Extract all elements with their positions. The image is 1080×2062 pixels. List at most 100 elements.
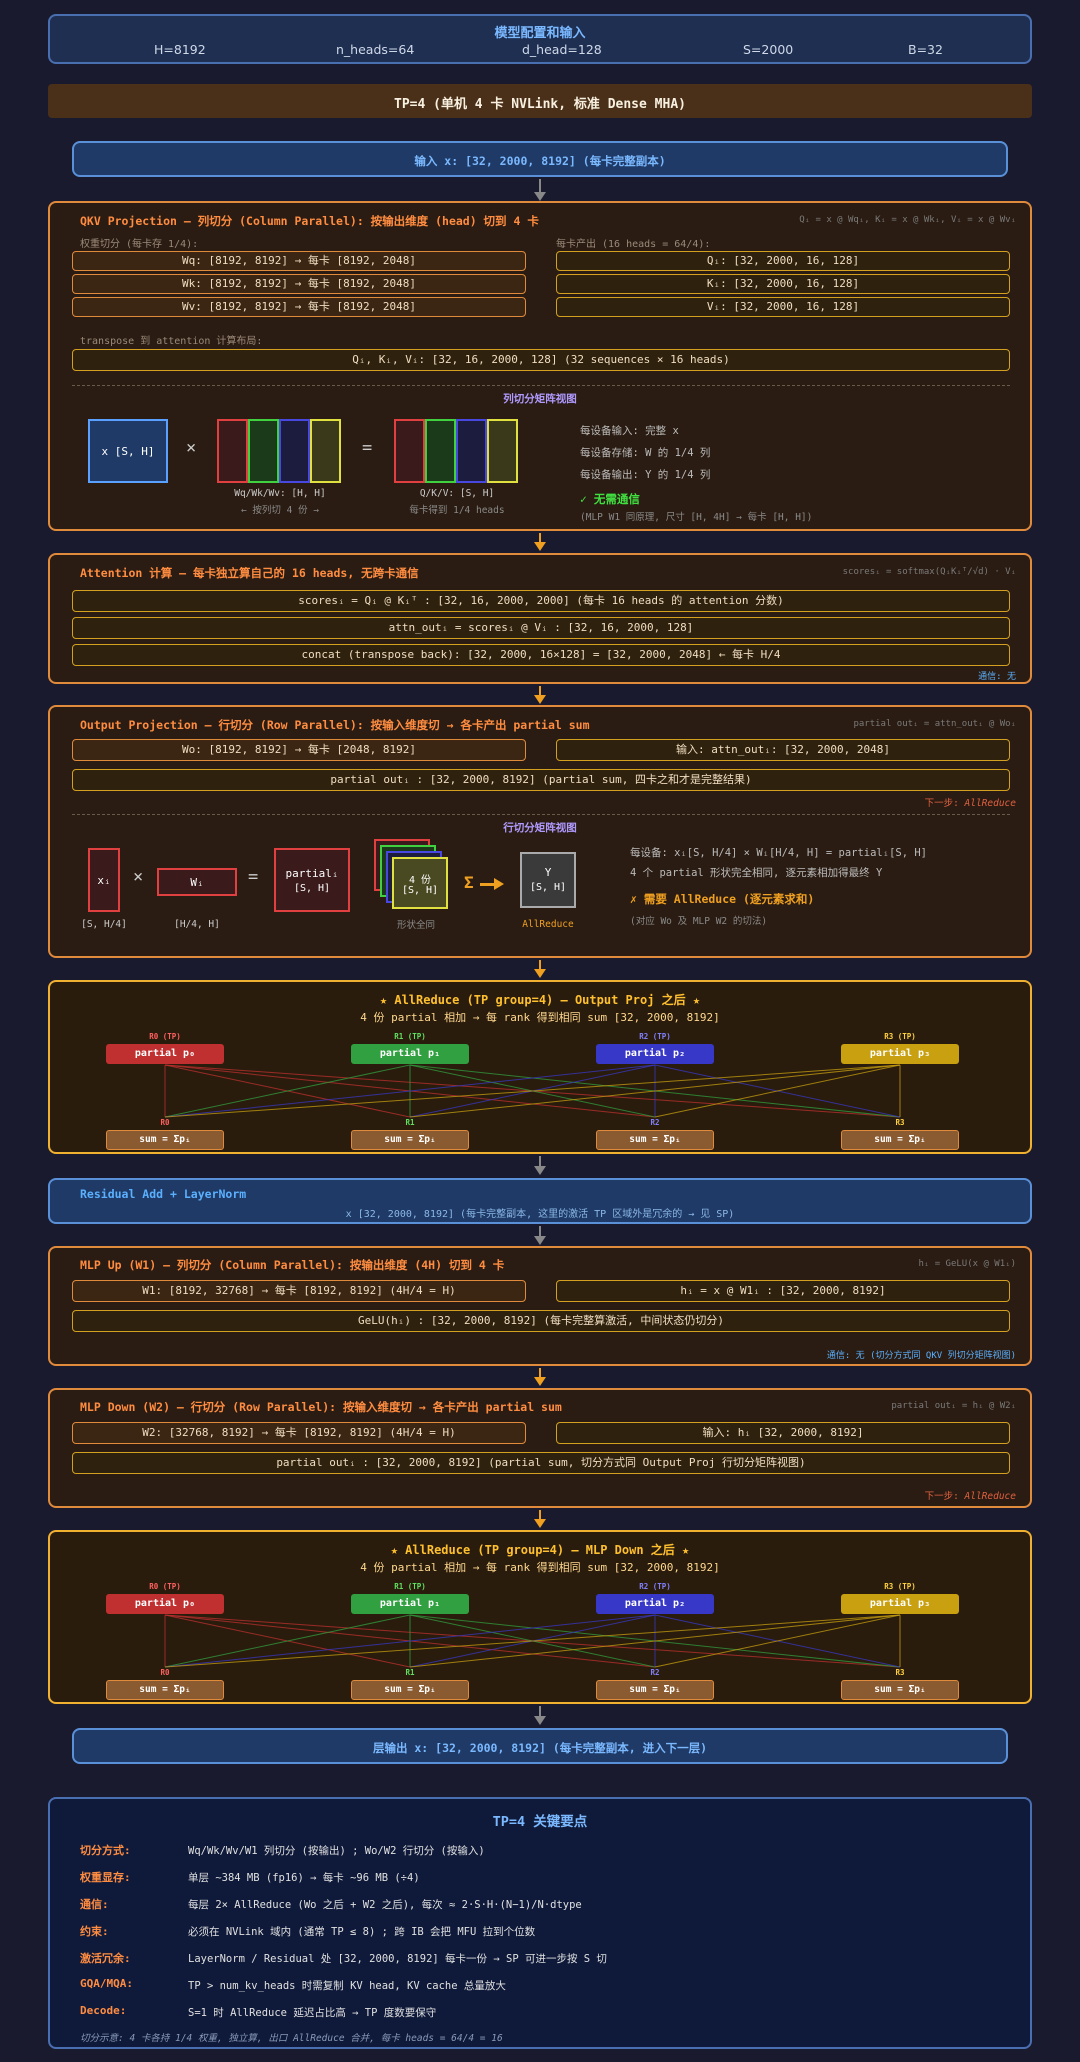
dest-label-r0: R0 [160,1668,170,1677]
arrow-icon [494,878,504,890]
matrix-wi-label: Wᵢ [190,876,204,889]
stack-label-1: 4 份 [408,875,432,886]
sum-r1: sum = Σpᵢ [351,1680,469,1700]
matrix-w-col0 [217,419,248,483]
row-note: 每设备: xᵢ[S, H/4] × Wᵢ[H/4, H] = partialᵢ[… [630,847,928,859]
matrix-y-shape: [S, H] [529,882,567,893]
config-param: S=2000 [743,42,794,57]
rank-label-r3: R3 (TP) [884,1582,916,1591]
config-panel: 模型配置和输入 H=8192 n_heads=64 d_head=128 S=2… [48,14,1032,64]
outproj-formula: partial outᵢ = attn_outᵢ @ Woᵢ [853,719,1016,729]
layer-output-box: 层输出 x: [32, 2000, 8192] (每卡完整副本, 进入下一层) [72,1728,1008,1764]
weight-wq: Wq: [8192, 8192] → 每卡 [8192, 2048] [72,251,526,271]
reduce-link [409,1614,901,1668]
allreduce1-links [164,1064,901,1118]
dest-label-r3: R3 [895,1668,905,1677]
kp-value: S=1 时 AllReduce 延迟占比高 → TP 度数要保守 [188,2007,437,2019]
connector [539,1510,541,1519]
reduce-link [654,1064,901,1118]
column-view-title: 列切分矩阵视图 [503,393,577,405]
matrix-w-col2 [279,419,310,483]
allreduce2-sub: 4 份 partial 相加 → 每 rank 得到相同 sum [32, 20… [360,1561,720,1574]
attention-formula: scoresᵢ = softmax(QᵢKᵢᵀ/√d) · Vᵢ [842,567,1016,577]
sum-r1: sum = Σpᵢ [351,1130,469,1150]
config-param: B=32 [908,42,943,57]
matrix-partial-shape: [S, H] [293,883,331,894]
wi-caption: [H/4, H] [174,919,220,930]
sum-r3: sum = Σpᵢ [841,1680,959,1700]
allreduce2-links [164,1614,901,1668]
o-caption-1: Q/K/V: [S, H] [419,488,495,499]
divider [72,385,1010,386]
config-param: n_heads=64 [336,42,415,57]
arrow-icon [534,1236,546,1245]
sigma-sign: Σ [464,873,474,892]
qkv-right-sub: 每卡产出 (16 heads = 64/4): [556,239,711,250]
attention-panel: Attention 计算 — 每卡独立算自己的 16 heads, 无跨卡通信 … [48,553,1032,684]
connector [539,686,541,695]
kp-value: Wq/Wk/Wv/W1 列切分 (按输出) ; Wo/W2 行切分 (按输入) [188,1845,485,1857]
kp-value: 每层 2× AllReduce (Wo 之后 + W2 之后), 每次 ≈ 2·… [188,1899,582,1911]
config-param: H=8192 [154,42,206,57]
outproj-next: 下一步: AllReduce [925,795,1016,809]
mlpdown-next: 下一步: AllReduce [925,1488,1016,1502]
layer-output-text: 层输出 x: [32, 2000, 8192] (每卡完整副本, 进入下一层) [372,1741,708,1755]
qkv-left-sub: 权重切分 (每卡存 1/4): [80,239,199,250]
partial-p3: partial p₃ [841,1594,959,1614]
rank-label-r1: R1 (TP) [394,1582,426,1591]
outproj-title: Output Projection — 行切分 (Row Parallel): … [80,718,590,732]
connector [539,179,541,193]
xi-caption: [S, H/4] [81,919,127,930]
times-sign: × [133,867,144,887]
kp-label: 通信: [80,1898,109,1911]
tp-banner: TP=4 (单机 4 卡 NVLink, 标准 Dense MHA) [48,84,1032,118]
gelu-box: GeLU(hᵢ) : [32, 2000, 8192] (每卡完整算激活, 中间… [72,1310,1010,1332]
qkv-title: QKV Projection — 列切分 (Column Parallel): … [80,214,539,228]
w-caption-1: Wq/Wk/Wv: [H, H] [234,488,326,499]
partial-p0: partial p₀ [106,1594,224,1614]
matrix-y: Y [S, H] [520,852,576,908]
stack-caption: 形状全同 [396,920,435,931]
transpose-box: Qᵢ, Kᵢ, Vᵢ: [32, 16, 2000, 128] (32 sequ… [72,349,1010,371]
matrix-wi: Wᵢ [157,868,237,896]
partial-p0: partial p₀ [106,1044,224,1064]
output-v: Vᵢ: [32, 2000, 16, 128] [556,297,1010,317]
matrix-partial: partialᵢ [S, H] [274,848,350,912]
mlpup-title: MLP Up (W1) — 列切分 (Column Parallel): 按输出… [80,1258,505,1272]
arrow-icon [534,1166,546,1175]
arrow-icon [534,192,546,201]
mlpdown-next-prefix: 下一步: [924,1491,965,1502]
dest-label-r3: R3 [895,1118,905,1127]
partial-p3: partial p₃ [841,1044,959,1064]
key-points-title: TP=4 关键要点 [492,1814,588,1830]
matrix-w-col3 [310,419,341,483]
reduce-link [654,1614,901,1668]
partial-p2: partial p₂ [596,1594,714,1614]
rank-label-r1: R1 (TP) [394,1032,426,1041]
w-caption-2: ← 按列切 4 份 → [240,505,320,516]
matrix-o-col1 [425,419,456,483]
mlpdown-partial-box: partial outᵢ : [32, 2000, 8192] (partial… [72,1452,1010,1474]
rank-label-r2: R2 (TP) [639,1032,671,1041]
dest-label-r2: R2 [650,1118,660,1127]
allreduce-panel-1: ★ AllReduce (TP group=4) — Output Proj 之… [48,980,1032,1154]
times-sign: × [186,438,197,458]
allreduce-caption: AllReduce [522,919,574,930]
kp-label: 约束: [80,1925,109,1938]
config-title: 模型配置和输入 [494,26,586,41]
outproj-next-prefix: 下一步: [924,798,965,809]
rank-label-r2: R2 (TP) [639,1582,671,1591]
matrix-xi-label: xᵢ [97,874,111,887]
mlpup-formula: hᵢ = GeLU(x @ W1ᵢ) [918,1259,1016,1269]
input-text: 输入 x: [32, 2000, 8192] (每卡完整副本) [414,154,666,168]
o-caption-2: 每卡得到 1/4 heads [409,505,505,516]
kp-label: GQA/MQA: [80,1977,133,1990]
dest-label-r2: R2 [650,1668,660,1677]
sum-r0: sum = Σpᵢ [106,1130,224,1150]
transpose-sub: transpose 到 attention 计算布局: [80,336,263,347]
equals-sign: = [248,867,259,887]
outproj-next-label: AllReduce [964,798,1016,809]
outproj-partial-box: partial outᵢ : [32, 2000, 8192] (partial… [72,769,1010,791]
output-k: Kᵢ: [32, 2000, 16, 128] [556,274,1010,294]
row-note-2: (对应 Wo 及 MLP W2 的切法) [630,916,768,927]
